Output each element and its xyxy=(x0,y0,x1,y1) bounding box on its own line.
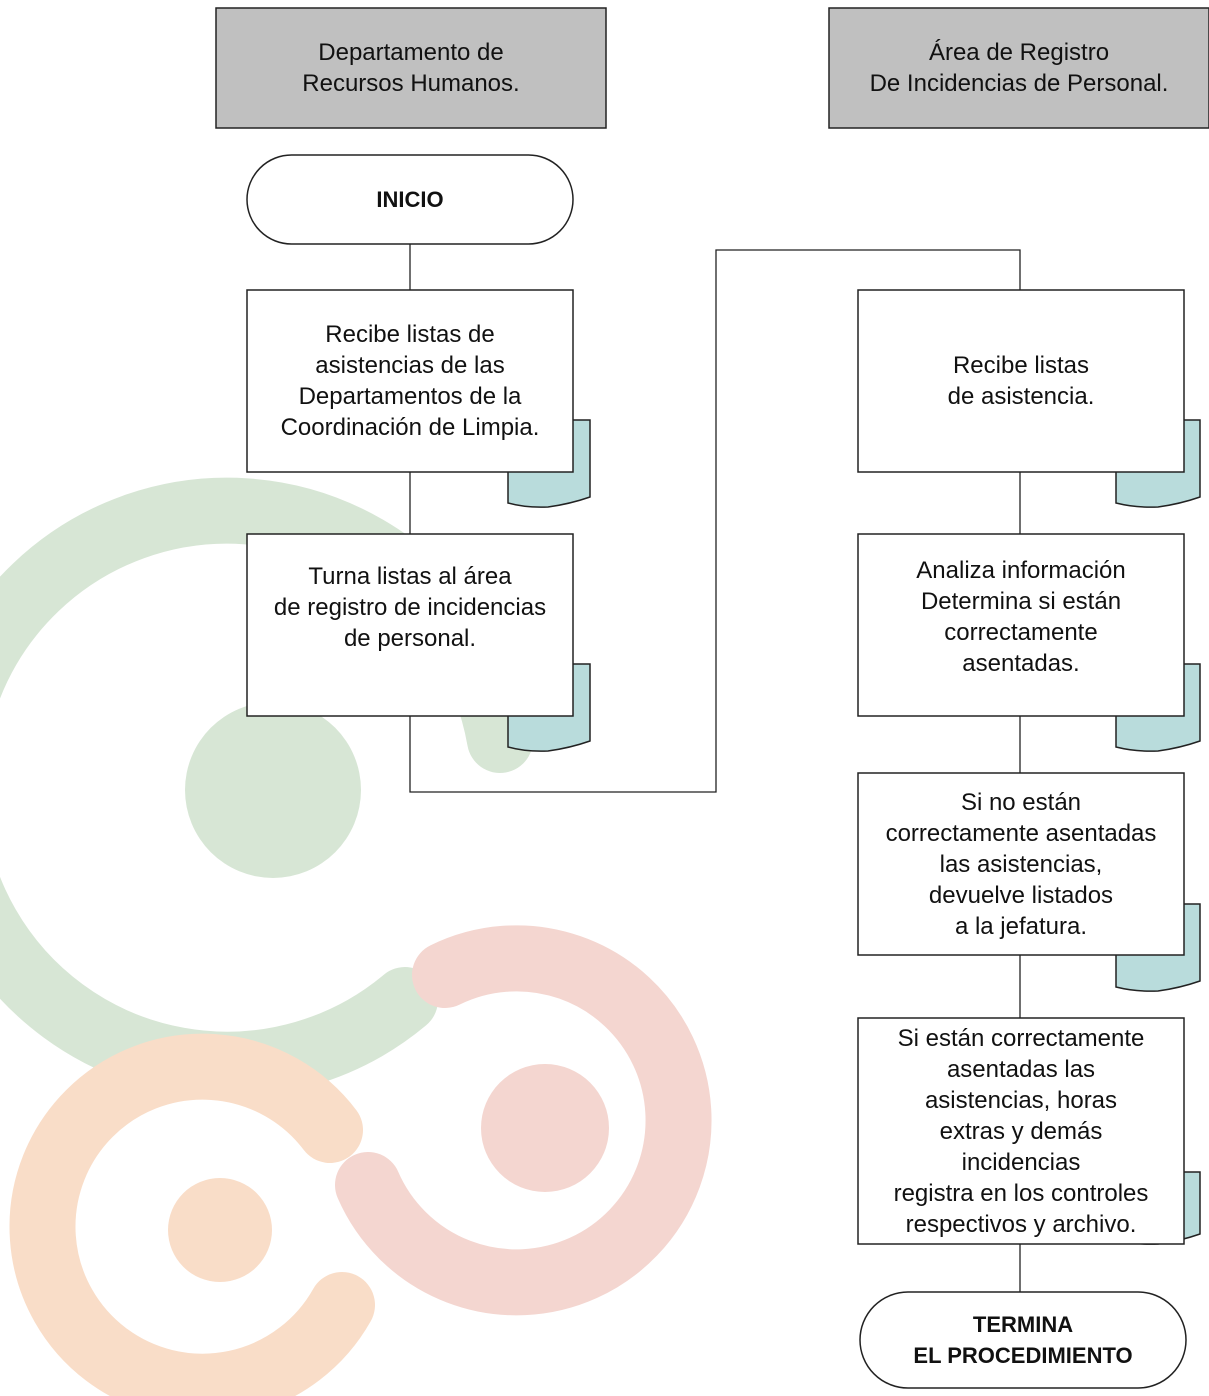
step-rh1-label: Recibe listas de asistencias de las Depa… xyxy=(280,321,540,441)
process-box-ar2 xyxy=(857,533,1185,717)
watermark-orange-dot xyxy=(168,1178,272,1282)
terminal-end-label: TERMINA EL PROCEDIMIENTO xyxy=(913,1312,1133,1368)
process-box-rh1 xyxy=(246,289,574,473)
terminal-end-shape xyxy=(859,1291,1187,1389)
watermark-pink-dot xyxy=(481,1064,609,1192)
process-box-ar1 xyxy=(857,289,1185,473)
process-boxes xyxy=(246,289,1185,1245)
step-rh2-label: Turna listas al área de registro de inci… xyxy=(273,562,547,652)
terminal-start-label: INICIO xyxy=(376,187,444,212)
watermark-orange-arc xyxy=(9,1033,375,1396)
connectors xyxy=(409,244,1021,1292)
watermark-pink-arc xyxy=(335,925,712,1316)
step-ar4-label: Si están correctamente asentadas las asi… xyxy=(893,1024,1149,1238)
step-ar2-label: Analiza información Determina si están c… xyxy=(916,557,1126,677)
watermark-green-dot xyxy=(185,702,361,878)
step-ar1-label: Recibe listas de asistencia. xyxy=(947,352,1095,410)
lane-header-right-label: Área de Registro De Incidencias de Perso… xyxy=(869,39,1169,97)
lane-header-left-label: Departamento de Recursos Humanos. xyxy=(302,39,520,97)
lane-header-right xyxy=(828,7,1209,129)
process-box-ar4 xyxy=(857,1017,1185,1245)
process-box-rh2 xyxy=(246,533,574,717)
connector-rh2-to-ar1 xyxy=(409,249,1021,793)
step-ar3-label: Si no están correctamente asentadas las … xyxy=(885,788,1157,940)
process-box-ar3 xyxy=(857,772,1185,956)
lane-header-left xyxy=(215,7,607,129)
terminal-start-shape xyxy=(246,154,574,245)
